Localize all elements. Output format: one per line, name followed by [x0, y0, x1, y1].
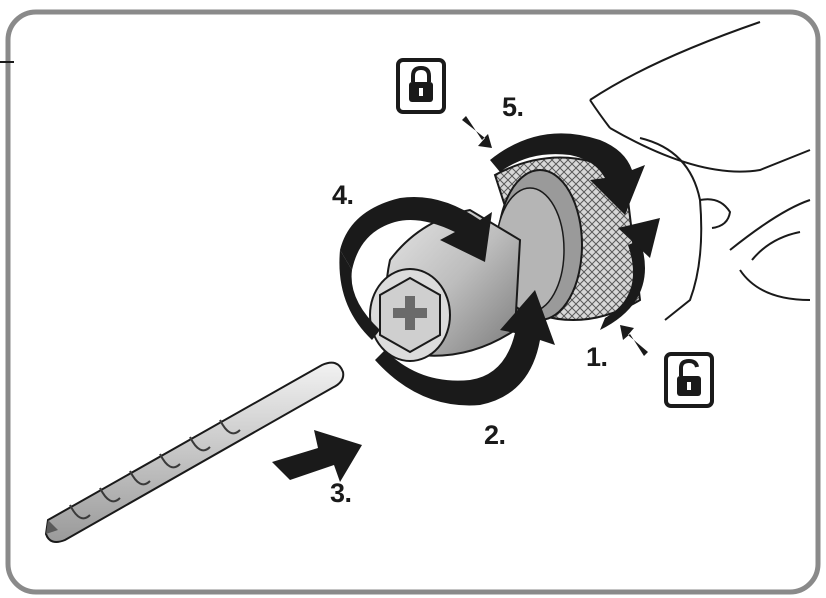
step-4-label: 4.	[332, 180, 354, 210]
padlock-open-icon	[664, 352, 714, 408]
rotation-arrow-step4	[339, 196, 492, 340]
step-5-label: 5.	[502, 92, 524, 122]
chuck-collar	[493, 156, 642, 321]
rotation-arrow-step2	[375, 290, 555, 406]
step-3-label: 3.	[330, 478, 352, 508]
drill-bit	[44, 361, 345, 543]
padlock-closed-icon	[396, 58, 446, 114]
pointer-arrow-step5	[462, 116, 492, 148]
rotation-arrow-step1	[600, 218, 660, 330]
rotation-arrow-step5	[490, 133, 645, 215]
step-1-label: 1.	[586, 342, 608, 372]
drill-housing	[589, 21, 811, 321]
insert-arrow-step3	[272, 430, 362, 482]
pointer-arrow-step1	[620, 325, 648, 356]
step-2-label: 2.	[484, 420, 506, 450]
